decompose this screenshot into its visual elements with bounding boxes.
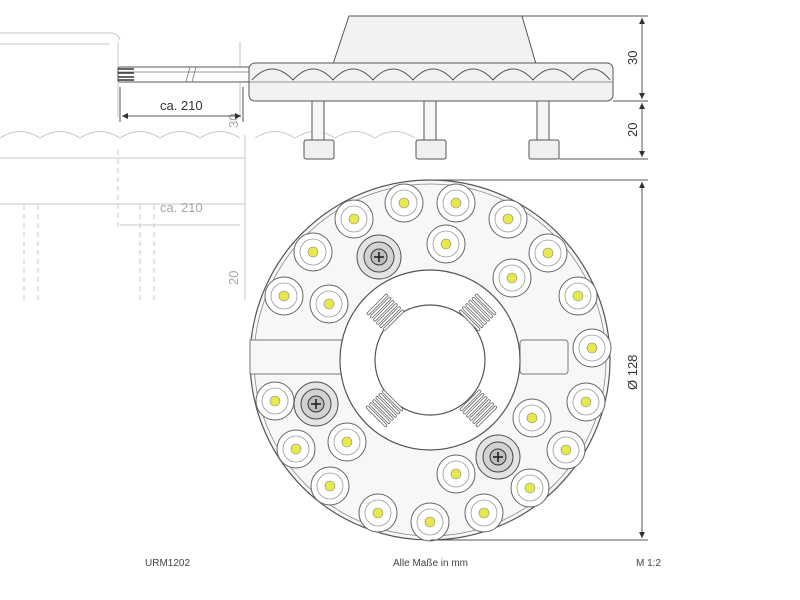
led bbox=[293, 232, 333, 272]
dome-housing bbox=[332, 15, 537, 65]
led bbox=[464, 493, 504, 533]
side-view bbox=[117, 15, 614, 160]
led bbox=[558, 276, 598, 316]
led bbox=[410, 502, 450, 542]
vent-slot-group bbox=[458, 293, 497, 332]
cable-wire-ends bbox=[118, 68, 134, 81]
height-bottom-label: 20 bbox=[625, 123, 640, 137]
led-array bbox=[255, 183, 612, 542]
vent-slots bbox=[365, 293, 498, 428]
led bbox=[492, 258, 532, 298]
cable-channel bbox=[249, 339, 351, 375]
height-top-label: 30 bbox=[625, 51, 640, 65]
led bbox=[334, 199, 374, 239]
diameter-label: Ø 128 bbox=[625, 355, 640, 390]
cable-length-label: ca. 210 bbox=[160, 98, 203, 113]
led bbox=[310, 466, 350, 506]
cable bbox=[117, 66, 251, 83]
vent-slot-group bbox=[459, 389, 498, 428]
led bbox=[384, 183, 424, 223]
screw bbox=[293, 381, 339, 427]
height-dimensions: 30 20 bbox=[522, 15, 648, 160]
screws bbox=[293, 234, 521, 480]
led bbox=[426, 224, 466, 264]
ghost-cable-length-label: ca. 210 bbox=[160, 200, 203, 215]
diameter-dimension: Ø 128 bbox=[430, 179, 648, 541]
vent-slot-group bbox=[365, 389, 404, 428]
mounting-leg bbox=[415, 100, 447, 160]
ghost-side-view: ca. 210 30 20 bbox=[0, 32, 416, 300]
top-view bbox=[249, 179, 612, 542]
led bbox=[327, 422, 367, 462]
led-lens-bumps bbox=[251, 68, 611, 81]
led bbox=[488, 199, 528, 239]
side-lug bbox=[519, 339, 569, 375]
led bbox=[255, 381, 295, 421]
led bbox=[572, 328, 612, 368]
vent-slot-group bbox=[366, 293, 405, 332]
mounting-leg bbox=[303, 100, 335, 160]
footer: URM1202 Alle Maße in mm M 1:2 bbox=[145, 558, 661, 569]
product-code: URM1202 bbox=[145, 558, 190, 569]
ghost-height-bottom-label: 20 bbox=[226, 271, 241, 285]
led bbox=[546, 430, 586, 470]
mounting-leg bbox=[528, 100, 560, 160]
led bbox=[276, 429, 316, 469]
led bbox=[436, 454, 476, 494]
led bbox=[358, 493, 398, 533]
led bbox=[566, 382, 606, 422]
units-note: Alle Maße in mm bbox=[393, 558, 468, 569]
led bbox=[510, 468, 550, 508]
center-cap bbox=[374, 304, 486, 416]
cable-length-dimension: ca. 210 bbox=[119, 87, 244, 122]
scale-label: M 1:2 bbox=[636, 558, 661, 569]
led bbox=[436, 183, 476, 223]
screw bbox=[475, 434, 521, 480]
led bbox=[309, 284, 349, 324]
led bbox=[512, 398, 552, 438]
led bbox=[264, 276, 304, 316]
screw bbox=[356, 234, 402, 280]
led bbox=[528, 233, 568, 273]
